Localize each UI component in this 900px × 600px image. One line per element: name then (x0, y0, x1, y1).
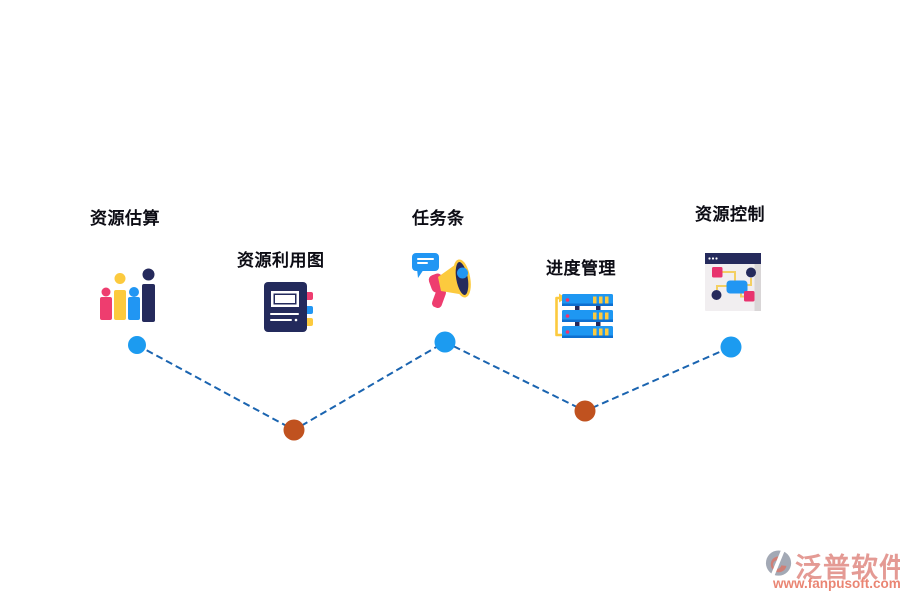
milestone-node (128, 336, 146, 354)
milestone-node (434, 331, 456, 353)
notebook-icon (262, 280, 316, 345)
step-label-resource-utilization-chart: 资源利用图 (237, 251, 325, 270)
milestone-node (283, 419, 305, 441)
bar-chart-icon (98, 266, 162, 329)
milestone-node (574, 400, 596, 422)
flowchart-window-icon (702, 250, 764, 319)
step-label-progress-management: 进度管理 (546, 259, 616, 278)
milestone-node (720, 336, 742, 358)
watermark-brand-text: 泛普软件 (795, 553, 900, 583)
step-label-task-bar: 任务条 (412, 209, 465, 228)
connector-line (136, 340, 732, 432)
watermark: 泛普软件 www.fanpusoft.com (763, 546, 900, 594)
server-stack-icon (546, 286, 616, 351)
fanpu-logo-icon (765, 548, 793, 584)
megaphone-icon (408, 250, 476, 319)
watermark-url-text: www.fanpusoft.com (773, 576, 900, 591)
step-label-resource-estimation: 资源估算 (90, 209, 160, 228)
step-label-resource-control: 资源控制 (695, 205, 765, 224)
